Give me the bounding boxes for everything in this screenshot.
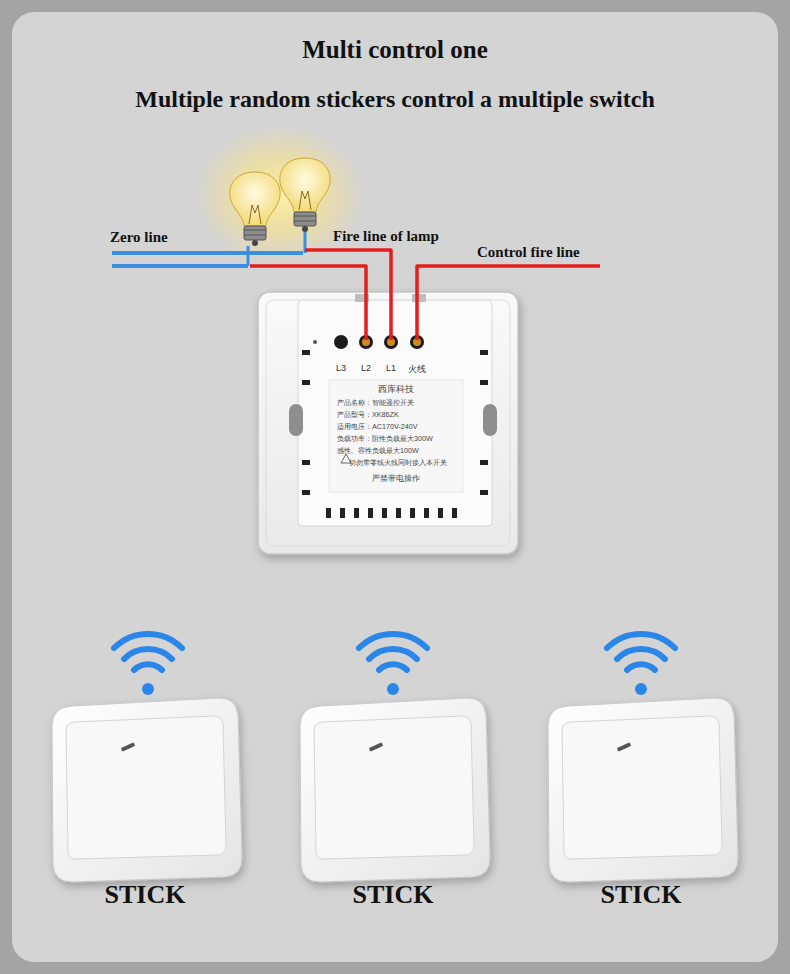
label-line: 西库科技 [329, 382, 463, 397]
title: Multi control one [0, 36, 790, 64]
remote-switch [300, 698, 490, 882]
wireless-switch: STICK [293, 700, 493, 915]
switch-back: L3L2L1火线西库科技产品名称：智能遥控开关产品型号：XK86ZK适用电压：A… [258, 292, 518, 554]
label-line: 产品名称：智能遥控开关 [329, 397, 463, 409]
wifi-icon [359, 634, 427, 695]
remote-switch [548, 698, 738, 882]
bulb [280, 158, 330, 232]
terminal-label: 火线 [402, 363, 432, 376]
wireless-switch: STICK [45, 700, 245, 915]
fire-wires [250, 250, 600, 340]
panel [12, 12, 778, 962]
wire-label: Zero line [110, 229, 168, 246]
switch-caption: STICK [45, 880, 245, 910]
label-line: 感性、容性负载最大100W [329, 445, 463, 457]
wifi-icon [607, 634, 675, 695]
switch-housing [258, 292, 518, 554]
wifi-icon [114, 634, 182, 695]
terminal-label: L2 [351, 363, 381, 373]
label-line: 切勿带零线火线同时接入本开关 [329, 457, 463, 469]
wireless-switch: STICK [541, 700, 741, 915]
zero-wires [112, 253, 303, 266]
terminal-label: L3 [326, 363, 356, 373]
label-line: 严禁带电操作 [329, 473, 463, 485]
label-line: 负载功率：阻性负载最大300W [329, 433, 463, 445]
product-label: 西库科技产品名称：智能遥控开关产品型号：XK86ZK适用电压：AC170V-24… [329, 382, 463, 489]
label-line: 适用电压：AC170V-240V [329, 421, 463, 433]
terminal-label: L1 [376, 363, 406, 373]
remote-switch [52, 698, 242, 882]
label-line: 产品型号：XK86ZK [329, 409, 463, 421]
switch-caption: STICK [293, 880, 493, 910]
lamp-base-wires [248, 232, 305, 266]
switch-caption: STICK [541, 880, 741, 910]
subtitle: Multiple random stickers control a multi… [0, 86, 790, 113]
bulb [230, 172, 280, 246]
wire-label: Fire line of lamp [333, 228, 439, 245]
wire-label: Control fire line [477, 244, 580, 261]
